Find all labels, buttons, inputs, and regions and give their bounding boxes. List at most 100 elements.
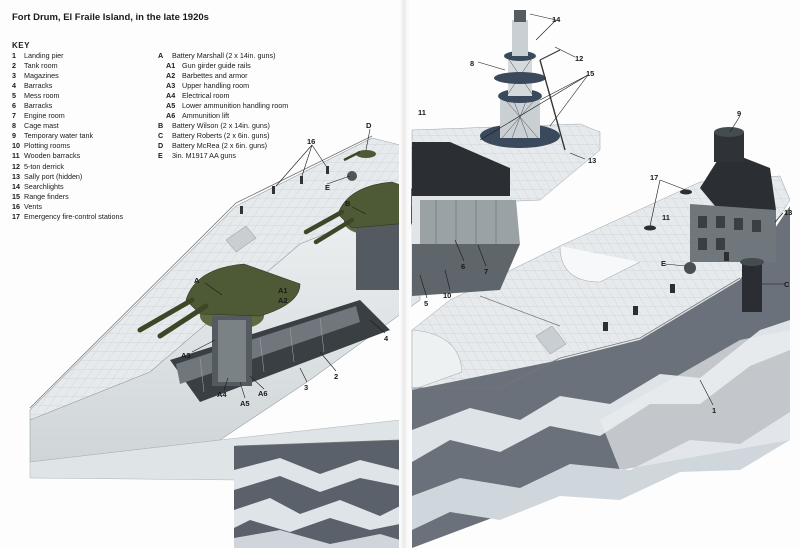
key-item-id: 10 (12, 141, 20, 151)
key-item-id: A (158, 51, 164, 60)
callout-1: 1 (712, 406, 716, 415)
callout-E-left: E (325, 183, 330, 192)
right-hull (411, 10, 791, 548)
callout-15: 15 (586, 69, 594, 78)
callout-C: C (784, 280, 790, 289)
callout-7: 7 (484, 267, 488, 276)
key-item: 7 Engine room (12, 111, 123, 121)
key-item-id: 3 (12, 71, 16, 81)
key-item-text: Searchlights (24, 181, 64, 191)
key-item-text: Emergency fire-control stations (24, 211, 124, 221)
key-item-text: Ammunition lift (182, 111, 230, 121)
key-item-id: 7 (12, 111, 16, 121)
key-item: 2 Tank room (12, 61, 123, 71)
key-item-text: 5-ton derrick (24, 161, 64, 171)
diagram-title: Fort Drum, El Fraile Island, in the late… (12, 12, 209, 23)
key-item-text: Sally port (hidden) (24, 171, 83, 181)
key-item-id: 14 (12, 181, 20, 191)
key-item: A2 Barbettes and armor (158, 71, 288, 81)
key-item: A5 Lower ammunition handling room (158, 101, 288, 111)
key-item-text: Barracks (24, 101, 53, 111)
key-item-text: Wooden barracks (24, 151, 81, 161)
key-item-text: 3in. M1917 AA guns (172, 151, 236, 161)
key-item: 10 Plotting rooms (12, 141, 123, 151)
key-item-text: Magazines (24, 71, 59, 81)
key-item-id: 16 (12, 201, 20, 211)
callout-10: 10 (443, 291, 451, 300)
key-item-id: A2 (166, 71, 176, 81)
callout-16: 16 (307, 137, 315, 146)
key-item-id: A5 (166, 101, 176, 111)
key-item-text: Gun girder guide rails (182, 61, 251, 71)
callout-E-right: E (661, 259, 666, 268)
key-item-id: 9 (12, 131, 16, 141)
key-item: C Battery Roberts (2 x 6in. guns) (158, 131, 288, 141)
callout-4: 4 (384, 334, 389, 343)
key-item: 6 Barracks (12, 101, 123, 111)
callout-2: 2 (334, 372, 338, 381)
key-item-text: Battery Wilson (2 x 14in. guns) (172, 121, 270, 131)
key-item: 13 Sally port (hidden) (12, 172, 123, 182)
key-item-id: 13 (12, 171, 20, 181)
key-item-id: 2 (12, 61, 16, 71)
key-item-text: Lower ammunition handling room (182, 101, 289, 111)
key-item-id: 5 (12, 91, 16, 101)
callout-A6: A6 (258, 389, 268, 398)
callout-A4: A4 (217, 390, 227, 399)
book-spine-gutter (399, 0, 411, 548)
key-item-text: Electrical room (182, 91, 230, 101)
callout-11-right: 11 (662, 213, 670, 222)
callout-11-left: 11 (418, 108, 426, 117)
key-item-text: Barracks (24, 81, 53, 91)
leader-lines (191, 13, 785, 406)
callout-B: B (345, 199, 351, 208)
callout-A2: A2 (278, 296, 288, 305)
key-item-id: 6 (12, 101, 16, 111)
callout-A3: A3 (181, 351, 191, 360)
key-item: 16 Vents (12, 202, 123, 212)
key-item-id: D (158, 141, 164, 151)
callout-A: A (194, 276, 200, 285)
key-item-id: 15 (12, 191, 20, 201)
key-item-id: 1 (12, 51, 16, 60)
key-item-id: E (158, 151, 163, 161)
key-item-text: Tank room (24, 61, 58, 71)
callout-A1: A1 (278, 286, 288, 295)
key-item-text: Temporary water tank (24, 131, 94, 141)
key-item: 5 Mess room (12, 91, 123, 101)
key-item-text: Mess room (24, 91, 60, 101)
key-item-id: C (158, 131, 164, 141)
callout-5: 5 (424, 299, 428, 308)
key-item-id: 8 (12, 121, 16, 131)
key-item-id: A6 (166, 111, 176, 121)
key-item: A6 Ammunition lift (158, 111, 288, 121)
key-item-text: Barbettes and armor (182, 71, 248, 81)
key-item: 9 Temporary water tank (12, 131, 123, 141)
key-item-text: Plotting rooms (24, 141, 70, 151)
key-item: 14 Searchlights (12, 182, 123, 192)
key-item-text: Engine room (24, 111, 65, 121)
key-item-text: Vents (24, 201, 42, 211)
key-item-text: Battery Roberts (2 x 6in. guns) (172, 131, 270, 141)
key-item-text: Cage mast (24, 121, 59, 131)
callout-12: 12 (575, 54, 583, 63)
key-item-text: Upper handling room (182, 81, 250, 91)
key-item-text: Battery Marshall (2 x 14in. guns) (172, 51, 276, 60)
callout-D: D (366, 121, 372, 130)
key-item-text: Battery McRea (2 x 6in. guns) (172, 141, 268, 151)
key-heading: KEY (12, 41, 30, 50)
callout-14: 14 (552, 15, 561, 24)
key-item: E 3in. M1917 AA guns (158, 151, 288, 161)
